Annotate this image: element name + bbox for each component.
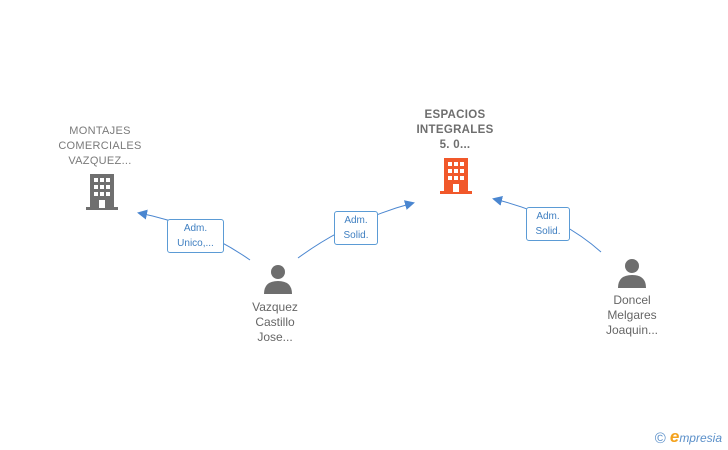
person-label-doncel[interactable]: Doncel Melgares Joaquin... xyxy=(582,293,682,338)
person-line: Joaquin... xyxy=(605,323,659,337)
person-line: Jose... xyxy=(257,330,293,344)
person-line: Castillo xyxy=(255,315,295,329)
person-line: Doncel xyxy=(613,293,651,307)
role-line: Adm. xyxy=(183,223,208,234)
role-line: Solid. xyxy=(343,230,369,241)
role-badge-adm-solid[interactable]: Adm. Solid. xyxy=(526,207,570,241)
role-badge-adm-solid[interactable]: Adm. Solid. xyxy=(334,211,378,245)
company-label-espacios[interactable]: ESPACIOS INTEGRALES 5. 0... xyxy=(400,108,510,153)
person-line: Melgares xyxy=(607,308,657,322)
role-line: Solid. xyxy=(535,226,561,237)
role-line: Adm. xyxy=(344,215,368,226)
person-icon[interactable] xyxy=(617,258,647,288)
company-line: MONTAJES xyxy=(69,125,131,137)
company-line: VAZQUEZ... xyxy=(68,155,132,167)
person-label-vazquez[interactable]: Vazquez Castillo Jose... xyxy=(225,300,325,345)
person-line: Vazquez xyxy=(252,300,298,314)
building-icon[interactable] xyxy=(440,158,472,194)
brand-word: mpresia xyxy=(679,431,722,445)
company-line: ESPACIOS xyxy=(424,109,486,121)
role-badge-adm-unico[interactable]: Adm. Unico,... xyxy=(167,219,224,253)
person-icon[interactable] xyxy=(263,264,293,294)
company-line: COMERCIALES xyxy=(58,140,142,152)
building-icon[interactable] xyxy=(86,174,118,210)
role-line: Adm. xyxy=(536,211,560,222)
brand-initial: e xyxy=(669,427,680,446)
copyright-icon: © xyxy=(654,430,666,448)
role-line: Unico,... xyxy=(177,238,214,249)
company-label-montajes[interactable]: MONTAJES COMERCIALES VAZQUEZ... xyxy=(50,124,150,169)
company-line: INTEGRALES xyxy=(416,124,494,136)
brand-logo: ©empresia xyxy=(655,427,722,447)
company-line: 5. 0... xyxy=(439,139,471,151)
